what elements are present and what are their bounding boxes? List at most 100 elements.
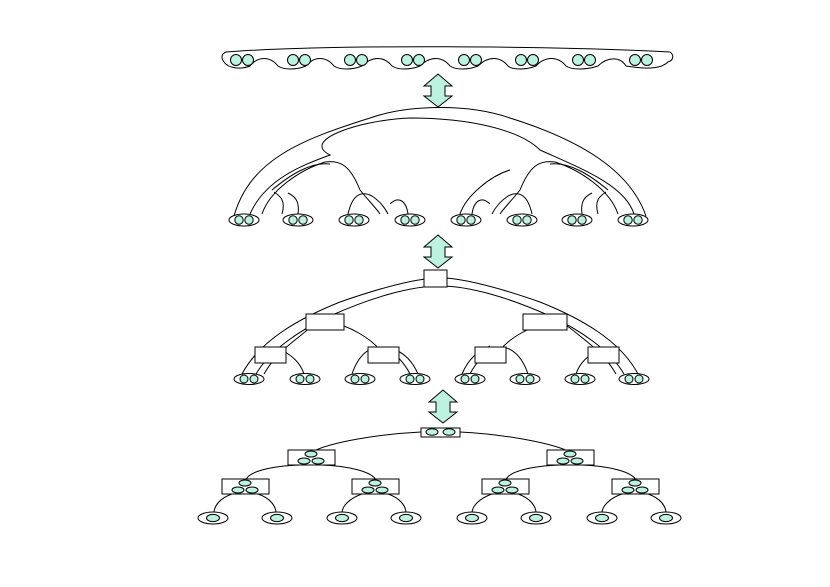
node-circle (344, 54, 356, 66)
node-circle (512, 215, 522, 225)
node-ellipse (375, 486, 389, 494)
tree-of-pairs-nodes (228, 213, 649, 227)
node-ellipse (556, 457, 570, 465)
leaf-node (197, 511, 229, 525)
leaf-node (338, 213, 370, 227)
double-arrow-2 (422, 234, 454, 269)
node-ellipse (491, 486, 505, 494)
node-circle (470, 374, 480, 384)
node-circle (623, 215, 633, 225)
node-circle (570, 374, 580, 384)
node-ellipse (344, 373, 376, 385)
node-circle (344, 215, 354, 225)
node-circle (413, 54, 425, 66)
root-box (420, 427, 461, 438)
node-ellipse (338, 213, 370, 227)
node-circle (522, 215, 532, 225)
node-pair (401, 54, 425, 66)
stage-chain (221, 46, 674, 70)
chain-nodes (230, 54, 653, 66)
leaf-node (289, 373, 321, 385)
node-ellipse (231, 486, 245, 494)
double-arrow-icon (422, 234, 454, 269)
node-ellipse (297, 457, 311, 465)
node-circle (298, 215, 308, 225)
leaf-node (450, 213, 482, 227)
node-pair (458, 54, 482, 66)
leaf-node (520, 511, 552, 525)
joint-box (367, 346, 400, 364)
node-ellipse (442, 428, 456, 436)
node-pair (515, 54, 539, 66)
joint-box (423, 269, 448, 288)
stage-hierarchical-tree (213, 427, 667, 514)
node-circle (305, 374, 315, 384)
node-circle (515, 374, 525, 384)
node-ellipse (394, 213, 426, 227)
node-circle (287, 54, 299, 66)
node-ellipse (529, 513, 543, 523)
node-circle (288, 215, 298, 225)
node-ellipse (245, 486, 259, 494)
node-circle (567, 215, 577, 225)
node-circle (515, 54, 527, 66)
node-ellipse (618, 373, 650, 385)
node-circle (360, 374, 370, 384)
leaf-node (586, 511, 618, 525)
node-ellipse (282, 213, 314, 227)
leaf-node (326, 511, 358, 525)
node-circle (577, 215, 587, 225)
node-circle (242, 54, 254, 66)
hierarchical-tree-nodes (197, 428, 682, 525)
node-ellipse (498, 479, 512, 487)
node-ellipse (563, 450, 577, 458)
node-ellipse (206, 513, 220, 523)
node-ellipse (561, 213, 593, 227)
joint-box (522, 313, 568, 331)
node-ellipse (570, 457, 584, 465)
leaf-node (618, 373, 650, 385)
leaf-node (564, 373, 596, 385)
node-circle (458, 54, 470, 66)
node-circle (634, 374, 644, 384)
node-circle (401, 54, 413, 66)
node-circle (466, 215, 476, 225)
node-circle (633, 215, 643, 225)
node-circle (527, 54, 539, 66)
node-ellipse (564, 373, 596, 385)
node-ellipse (270, 513, 284, 523)
node-ellipse (399, 373, 431, 385)
joint-box (254, 346, 287, 364)
double-arrow-1 (422, 73, 454, 108)
leaf-node (344, 373, 376, 385)
node-circle (244, 215, 254, 225)
node-ellipse (304, 450, 318, 458)
node-ellipse (635, 486, 649, 494)
node-circle (350, 374, 360, 384)
node-pair (230, 54, 254, 66)
node-circle (624, 374, 634, 384)
tree-with-boxes-nodes (233, 373, 650, 385)
double-arrow-3 (427, 389, 459, 424)
node-circle (410, 215, 420, 225)
leaf-node (506, 213, 538, 227)
node-ellipse (335, 513, 349, 523)
node-pair (572, 54, 596, 66)
node-circle (629, 54, 641, 66)
leaf-node (456, 511, 488, 525)
node-circle (470, 54, 482, 66)
node-circle (572, 54, 584, 66)
leaf-node (617, 213, 649, 227)
node-ellipse (233, 373, 265, 385)
node-ellipse (361, 486, 375, 494)
node-ellipse (425, 428, 439, 436)
node-ellipse (399, 513, 413, 523)
leaf-node (399, 373, 431, 385)
node-ellipse (465, 513, 479, 523)
node-ellipse (621, 486, 635, 494)
leaf-node (454, 373, 486, 385)
leaf-node (228, 213, 260, 227)
joint-box (305, 313, 345, 331)
